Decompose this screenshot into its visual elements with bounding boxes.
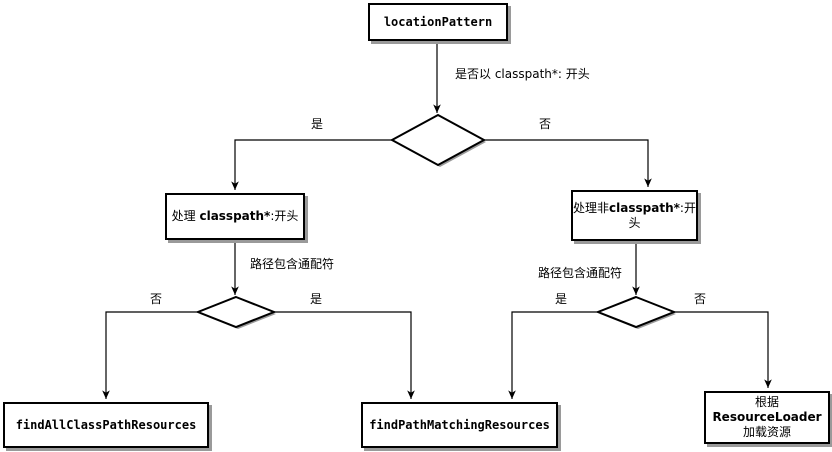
- node-find-path-left-label: findPathMatchingResources: [369, 418, 550, 432]
- label-right-yes: 是: [555, 292, 568, 306]
- decision-left-wildcard: [195, 295, 277, 329]
- edge-decision-yes: [231, 139, 392, 190]
- label-right-condition: 路径包含通配符: [538, 266, 623, 280]
- decision-starts-with-classpath: [389, 113, 487, 167]
- label-left-no: 否: [150, 292, 163, 306]
- label-right-no: 否: [694, 292, 707, 306]
- node-non-classpath-label: 处理非classpath*:开头: [573, 200, 696, 230]
- node-classpath-star-label: 处理 classpath*:开头: [171, 209, 299, 223]
- edge-right-yes: [508, 311, 598, 399]
- node-location-pattern: locationPattern: [368, 3, 508, 41]
- edge-left-yes: [274, 311, 415, 399]
- node-non-classpath: 处理非classpath*:开头: [571, 190, 698, 241]
- label-left-yes: 是: [310, 292, 323, 306]
- label-left-condition: 路径包含通配符: [250, 257, 335, 271]
- edge-decision-no: [484, 139, 652, 187]
- node-find-all-label: findAllClassPathResources: [15, 418, 197, 432]
- edge-left-no: [102, 311, 198, 399]
- node-find-all-classpath-resources: findAllClassPathResources: [3, 402, 209, 448]
- label-top-no: 否: [539, 117, 552, 131]
- label-start-condition: 是否以 classpath*: 开头: [455, 67, 590, 81]
- edge-right-no: [674, 311, 772, 388]
- node-find-path-matching-left: findPathMatchingResources: [361, 402, 558, 448]
- node-location-pattern-label: locationPattern: [383, 15, 493, 29]
- label-top-yes: 是: [311, 117, 324, 131]
- decision-right-wildcard: [595, 295, 677, 329]
- node-classpath-star: 处理 classpath*:开头: [165, 193, 305, 240]
